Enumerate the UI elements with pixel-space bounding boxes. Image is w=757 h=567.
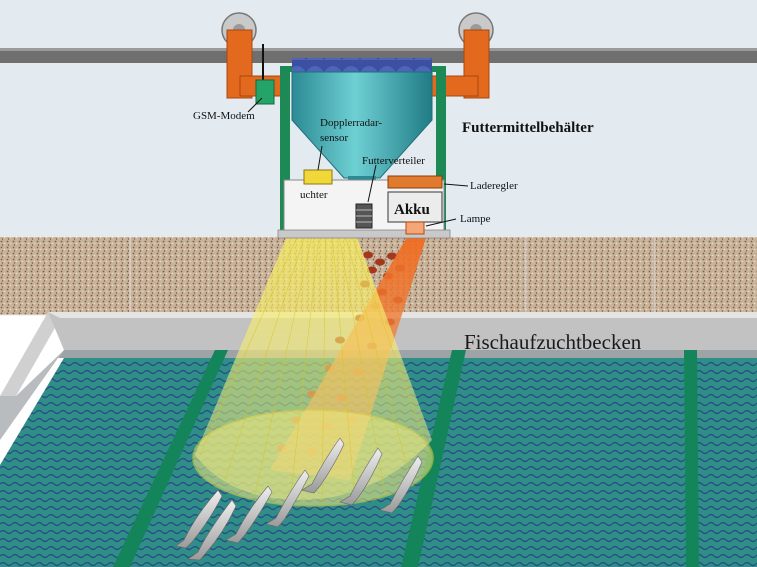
label-doppler-line1: Dopplerradar- [320, 117, 383, 129]
battery [387, 191, 443, 223]
fish-school [175, 437, 423, 561]
label-feed-container: Futtermittelbehälter [462, 120, 594, 136]
radar-beam [192, 205, 434, 507]
label-feed-distributor: Futterverteiler [362, 155, 425, 167]
label-doppler-radar-sensor: Dopplerradar- sensor [320, 116, 410, 146]
mounting-rail [0, 48, 757, 63]
gsm-modem-box [255, 79, 275, 105]
lamp [405, 221, 425, 235]
label-lamp: Lampe [460, 213, 491, 225]
pool-divider-left [113, 350, 228, 567]
label-gsm-modem: GSM-Modem [193, 110, 255, 122]
label-doppler-line2: sensor [320, 132, 349, 144]
pool-divider-right [684, 350, 699, 567]
charge-controller [387, 175, 443, 189]
label-battery: Akku [394, 202, 430, 218]
label-pointers [247, 97, 469, 227]
radar-sensor-box [303, 169, 333, 185]
label-charge-controller: Laderegler [470, 180, 518, 192]
label-fish-pool: Fischaufzuchtbecken [464, 330, 642, 354]
label-camera-partial: uchter [300, 189, 328, 201]
feed-hopper [291, 58, 433, 186]
feed-distributor [355, 203, 373, 229]
